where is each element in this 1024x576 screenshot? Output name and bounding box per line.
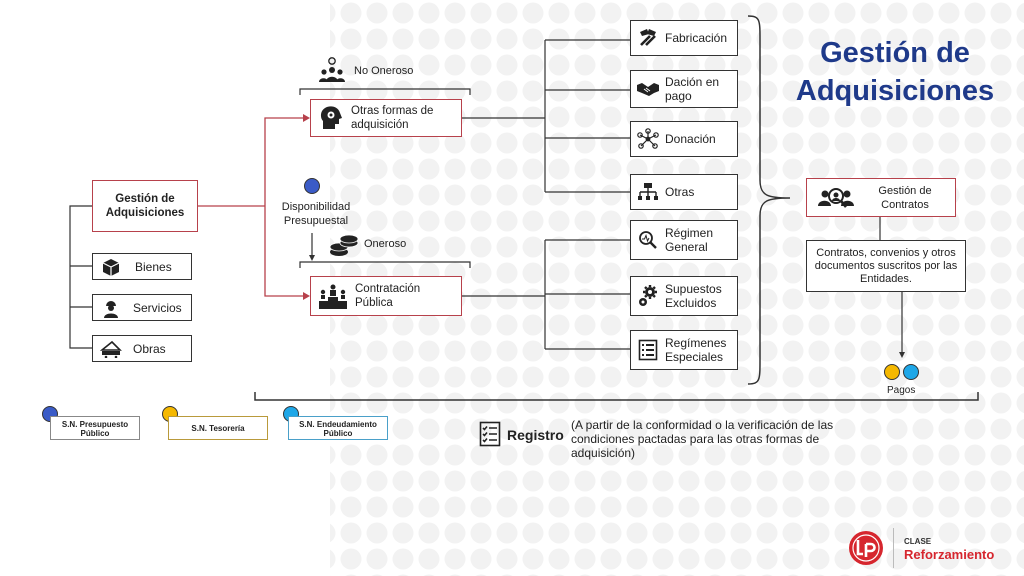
node-regimen-general: Régimen General bbox=[630, 220, 738, 260]
hierarchy-icon bbox=[631, 182, 665, 202]
node-obras-label: Obras bbox=[133, 341, 166, 356]
hammer-icon bbox=[631, 28, 665, 48]
legend-presupuesto: S.N. Presupuesto Público bbox=[50, 416, 140, 440]
pagos-label: Pagos bbox=[887, 385, 916, 396]
node-gestion-adquisiciones-label: Gestión de Adquisiciones bbox=[105, 193, 185, 219]
node-contratacion-publica-label: Contratación Pública bbox=[355, 283, 421, 309]
worker-icon bbox=[93, 298, 129, 318]
legend-presupuesto-label: S.N. Presupuesto Público bbox=[61, 420, 129, 438]
lp-logo bbox=[849, 531, 883, 565]
presupuesto-dot bbox=[304, 178, 320, 194]
node-regimenes-especiales: Regímenes Especiales bbox=[630, 330, 738, 370]
registro-list-icon bbox=[478, 420, 502, 448]
node-regimen-general-label: Régimen General bbox=[665, 226, 714, 254]
magnifier-icon bbox=[631, 230, 665, 250]
node-obras: Obras bbox=[92, 335, 192, 362]
node-bienes: Bienes bbox=[92, 253, 192, 280]
node-dacion-en-pago-label: Dación en pago bbox=[665, 75, 720, 103]
team-icon bbox=[316, 56, 348, 84]
node-donacion-label: Donación bbox=[665, 132, 716, 146]
legend-endeudamiento-label: S.N. Endeudamiento Público bbox=[299, 420, 377, 438]
no-oneroso-label: No Oneroso bbox=[354, 65, 414, 77]
node-gestion-contratos: Gestión de Contratos bbox=[806, 178, 956, 217]
node-supuestos-excluidos-label: Supuestos Excluidos bbox=[665, 282, 722, 310]
legend-tesoreria: S.N. Tesorería bbox=[168, 416, 268, 440]
legend-tesoreria-label: S.N. Tesorería bbox=[191, 424, 245, 433]
legend-endeudamiento: S.N. Endeudamiento Público bbox=[288, 416, 388, 440]
node-supuestos-excluidos: Supuestos Excluidos bbox=[630, 276, 738, 316]
node-fabricacion: Fabricación bbox=[630, 20, 738, 56]
contratos-description: Contratos, convenios y otros documentos … bbox=[806, 240, 966, 292]
node-regimenes-especiales-label: Regímenes Especiales bbox=[665, 336, 727, 364]
handshake-icon bbox=[631, 81, 665, 97]
endeudamiento-dot bbox=[903, 364, 919, 380]
node-contratacion-publica: Contratación Pública bbox=[310, 276, 462, 316]
tesoreria-dot bbox=[884, 364, 900, 380]
branding-divider bbox=[893, 528, 894, 568]
network-icon bbox=[631, 128, 665, 150]
head-gear-icon bbox=[311, 105, 351, 131]
node-servicios-label: Servicios bbox=[133, 300, 182, 315]
node-otras-formas: Otras formas de adquisición bbox=[310, 99, 462, 137]
oneroso-label: Oneroso bbox=[364, 238, 407, 250]
node-fabricacion-label: Fabricación bbox=[665, 31, 728, 45]
branding-small-label: CLASE bbox=[904, 537, 932, 546]
disponibilidad-label: Disponibilidad Presupuestal bbox=[281, 201, 351, 227]
registro-note: (A partir de la conformidad o la verific… bbox=[571, 418, 834, 460]
branding-big-label: Reforzamiento bbox=[904, 547, 995, 562]
podium-icon bbox=[311, 283, 355, 309]
node-dacion-en-pago: Dación en pago bbox=[630, 70, 738, 108]
node-donacion: Donación bbox=[630, 121, 738, 157]
people-search-icon bbox=[807, 186, 865, 210]
node-otras-label: Otras bbox=[665, 185, 695, 199]
node-otras-formas-label: Otras formas de adquisición bbox=[351, 105, 434, 131]
box-icon bbox=[93, 258, 129, 276]
node-gestion-contratos-label: Gestión de Contratos bbox=[878, 184, 932, 211]
contratos-description-text: Contratos, convenios y otros documentos … bbox=[814, 246, 958, 285]
node-servicios: Servicios bbox=[92, 294, 192, 321]
node-bienes-label: Bienes bbox=[135, 259, 172, 274]
registro-label: Registro bbox=[507, 427, 564, 443]
construction-icon bbox=[93, 340, 129, 358]
gears-icon bbox=[631, 284, 665, 308]
node-gestion-adquisiciones: Gestión de Adquisiciones bbox=[92, 180, 198, 232]
node-otras: Otras bbox=[630, 174, 738, 210]
coins-icon bbox=[328, 233, 360, 259]
page-title: Gestión de Adquisiciones bbox=[795, 37, 995, 107]
list-icon bbox=[631, 339, 665, 361]
